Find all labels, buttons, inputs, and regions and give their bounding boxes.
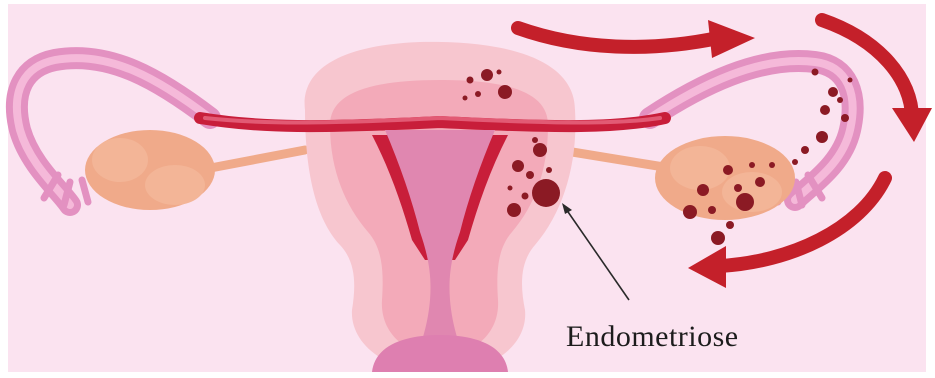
endometriosis-label: Endometriose	[566, 320, 739, 354]
